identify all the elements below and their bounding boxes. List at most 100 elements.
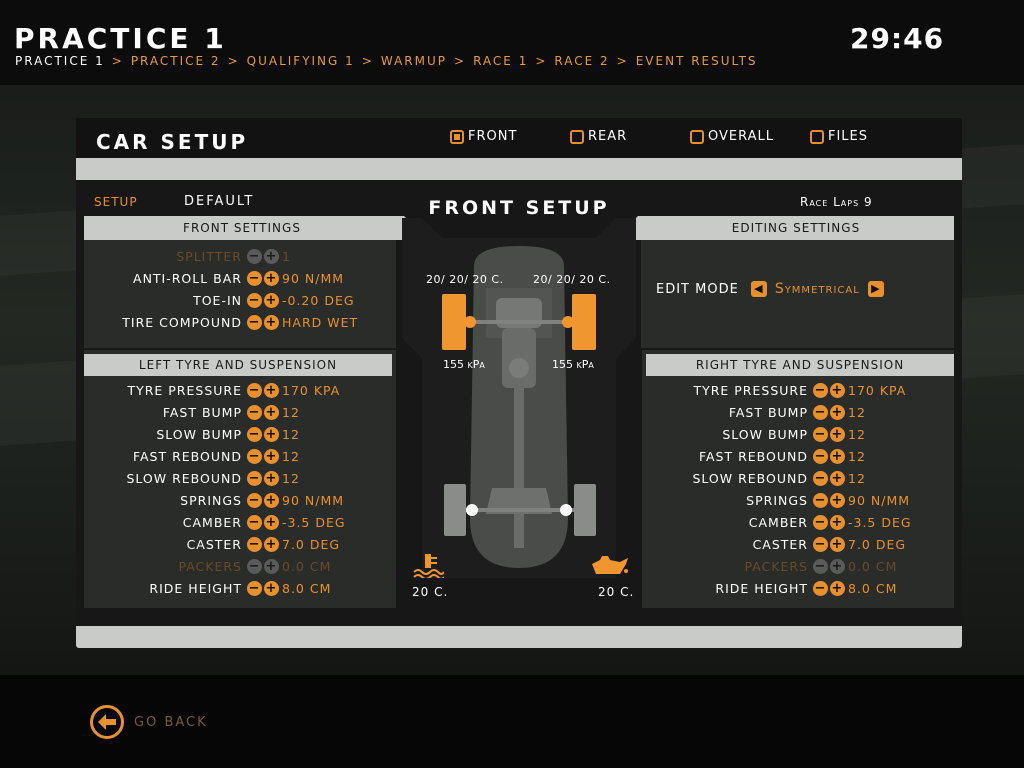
option-rear[interactable]: REAR xyxy=(570,129,690,144)
panel-title: CAR SETUP xyxy=(96,130,249,154)
increase-button: + xyxy=(264,248,279,264)
breadcrumb-item[interactable]: RACE 1 xyxy=(473,54,529,68)
decrease-button[interactable]: − xyxy=(813,514,828,530)
setting-value: HARD WET xyxy=(282,314,359,330)
decrease-button[interactable]: − xyxy=(813,470,828,486)
left-front-tyre-temps: 20/ 20/ 20 C. xyxy=(426,273,504,286)
option-overall-label: OVERALL xyxy=(708,129,774,144)
setting-row: SPRINGS−+90 N/MM xyxy=(84,490,344,510)
setting-value: 12 xyxy=(848,470,866,486)
decrease-button[interactable]: − xyxy=(813,492,828,508)
tab-setup[interactable]: SETUP xyxy=(94,195,138,209)
footer-band xyxy=(0,675,1024,768)
decrease-button[interactable]: − xyxy=(247,536,262,552)
decrease-button[interactable]: − xyxy=(247,314,262,330)
increase-button[interactable]: + xyxy=(264,404,279,420)
setting-label: SPLITTER xyxy=(176,248,242,264)
increase-button[interactable]: + xyxy=(264,426,279,442)
setting-value: 90 N/MM xyxy=(848,492,911,508)
increase-button[interactable]: + xyxy=(830,492,845,508)
breadcrumb-item[interactable]: WARMUP xyxy=(380,54,447,68)
breadcrumb-item[interactable]: EVENT RESULTS xyxy=(635,54,758,68)
increase-button[interactable]: + xyxy=(264,514,279,530)
setting-row: CASTER−+7.0 DEG xyxy=(84,534,340,554)
decrease-button[interactable]: − xyxy=(813,404,828,420)
setting-row: FAST REBOUND−+12 xyxy=(84,446,300,466)
water-temp-icon xyxy=(413,554,444,578)
decrease-button[interactable]: − xyxy=(813,536,828,552)
increase-button[interactable]: + xyxy=(264,292,279,308)
increase-button[interactable]: + xyxy=(264,314,279,330)
decrease-button: − xyxy=(247,558,262,574)
decrease-button[interactable]: − xyxy=(813,426,828,442)
stepper: −+ xyxy=(247,426,281,442)
decrease-button[interactable]: − xyxy=(247,470,262,486)
option-front[interactable]: FRONT xyxy=(450,129,570,144)
decrease-button[interactable]: − xyxy=(247,514,262,530)
increase-button[interactable]: + xyxy=(830,580,845,596)
right-front-tyre-pressure: 155 kPa xyxy=(552,358,594,371)
edit-mode-prev-button[interactable]: ◀ xyxy=(750,281,767,297)
decrease-button[interactable]: − xyxy=(247,492,262,508)
arrow-left-circle-icon xyxy=(90,705,124,739)
edit-mode-value: Symmetrical xyxy=(774,281,860,297)
setting-value: 12 xyxy=(282,404,300,420)
setting-value: 12 xyxy=(848,404,866,420)
breadcrumb-item[interactable]: RACE 2 xyxy=(554,54,610,68)
increase-button[interactable]: + xyxy=(830,426,845,442)
radio-icon xyxy=(450,129,464,144)
increase-button[interactable]: + xyxy=(264,448,279,464)
decrease-button[interactable]: − xyxy=(247,448,262,464)
setting-label: FAST BUMP xyxy=(728,404,808,420)
stepper: −+ xyxy=(247,558,281,574)
increase-button[interactable]: + xyxy=(830,470,845,486)
breadcrumb-separator: > xyxy=(227,54,240,68)
decrease-button[interactable]: − xyxy=(813,448,828,464)
edit-mode-control: EDIT MODE ◀ Symmetrical ▶ xyxy=(656,281,884,297)
option-overall[interactable]: OVERALL xyxy=(690,129,810,144)
option-files[interactable]: FILES xyxy=(810,129,868,144)
increase-button[interactable]: + xyxy=(830,514,845,530)
front-settings-title: FRONT SETTINGS xyxy=(183,221,301,235)
increase-button[interactable]: + xyxy=(830,536,845,552)
breadcrumb-item[interactable]: QUALIFYING 1 xyxy=(246,54,355,68)
stepper: −+ xyxy=(247,580,281,596)
setting-label: CASTER xyxy=(186,536,242,552)
tab-default[interactable]: DEFAULT xyxy=(184,194,255,209)
setting-row: CASTER−+7.0 DEG xyxy=(644,534,906,554)
stepper: −+ xyxy=(813,404,847,420)
setting-row: SLOW REBOUND−+12 xyxy=(644,468,866,488)
setting-label: SPRINGS xyxy=(746,492,808,508)
decrease-button[interactable]: − xyxy=(247,382,262,398)
right-tyre-box xyxy=(642,350,954,608)
increase-button[interactable]: + xyxy=(264,580,279,596)
option-rear-label: REAR xyxy=(588,129,628,144)
increase-button[interactable]: + xyxy=(264,470,279,486)
increase-button[interactable]: + xyxy=(264,492,279,508)
setting-value: 12 xyxy=(848,426,866,442)
stepper: −+ xyxy=(247,292,281,308)
setting-row: TYRE PRESSURE−+170 KPA xyxy=(644,380,906,400)
setting-label: RIDE HEIGHT xyxy=(149,580,242,596)
session-title: PRACTICE 1 xyxy=(14,22,227,55)
setting-value: 170 KPA xyxy=(848,382,907,398)
breadcrumb-item[interactable]: PRACTICE 1 xyxy=(15,54,105,68)
increase-button[interactable]: + xyxy=(830,382,845,398)
decrease-button[interactable]: − xyxy=(247,426,262,442)
decrease-button[interactable]: − xyxy=(813,580,828,596)
increase-button[interactable]: + xyxy=(264,382,279,398)
decrease-button[interactable]: − xyxy=(247,404,262,420)
breadcrumb-item[interactable]: PRACTICE 2 xyxy=(130,54,221,68)
decrease-button[interactable]: − xyxy=(247,270,262,286)
increase-button[interactable]: + xyxy=(264,270,279,286)
increase-button[interactable]: + xyxy=(830,404,845,420)
increase-button[interactable]: + xyxy=(830,448,845,464)
stepper: −+ xyxy=(813,580,847,596)
setting-label: TYRE PRESSURE xyxy=(127,382,242,398)
decrease-button[interactable]: − xyxy=(247,292,262,308)
decrease-button[interactable]: − xyxy=(247,580,262,596)
increase-button[interactable]: + xyxy=(264,536,279,552)
edit-mode-next-button[interactable]: ▶ xyxy=(867,281,884,297)
decrease-button[interactable]: − xyxy=(813,382,828,398)
go-back-button[interactable]: GO BACK xyxy=(90,705,208,739)
